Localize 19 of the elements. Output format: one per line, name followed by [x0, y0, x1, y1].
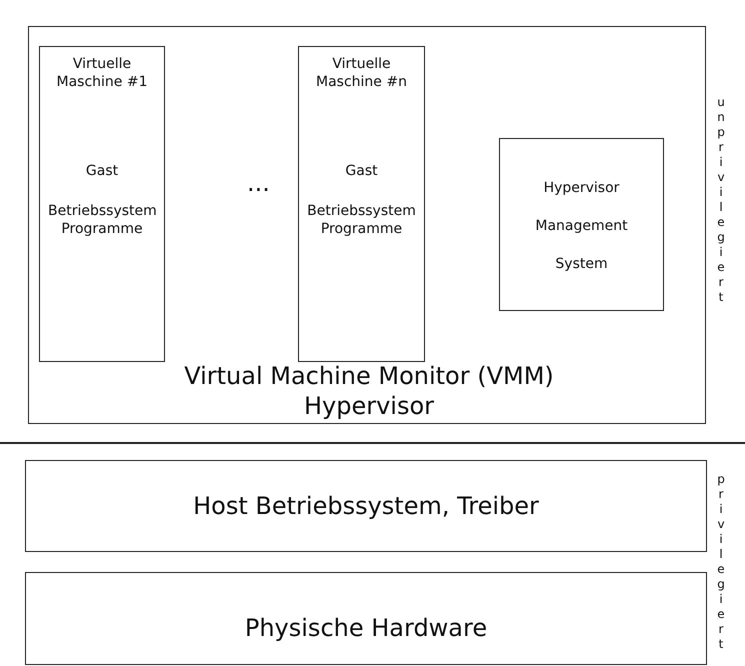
vm-title: Virtuelle Maschine #1 — [56, 55, 148, 91]
vm-text: Betriebssystem Programme — [307, 202, 416, 238]
hypervisor-box — [28, 26, 706, 424]
privilege-label: privilegiert — [714, 472, 728, 652]
layer-label: Physische Hardware — [244, 613, 488, 643]
virtual-machine-box — [39, 46, 165, 362]
vm-text: Betriebssystem Programme — [48, 202, 156, 238]
vm-title: Virtuelle Maschine #n — [315, 55, 408, 91]
vm-text: Gast — [344, 162, 379, 180]
hypervisor-label: Virtual Machine Monitor (VMM) Hypervisor — [183, 361, 555, 421]
management-box — [499, 138, 664, 311]
layer-box — [25, 572, 707, 665]
virtual-machine-box — [298, 46, 425, 362]
layer-label: Host Betriebssystem, Treiber — [193, 491, 539, 521]
vm-text: Gast — [84, 162, 120, 180]
layer-box — [25, 460, 707, 552]
privilege-label: unprivilegiert — [714, 95, 728, 305]
ellipsis: ... — [247, 168, 270, 198]
management-label: Hypervisor Management System — [534, 179, 629, 274]
